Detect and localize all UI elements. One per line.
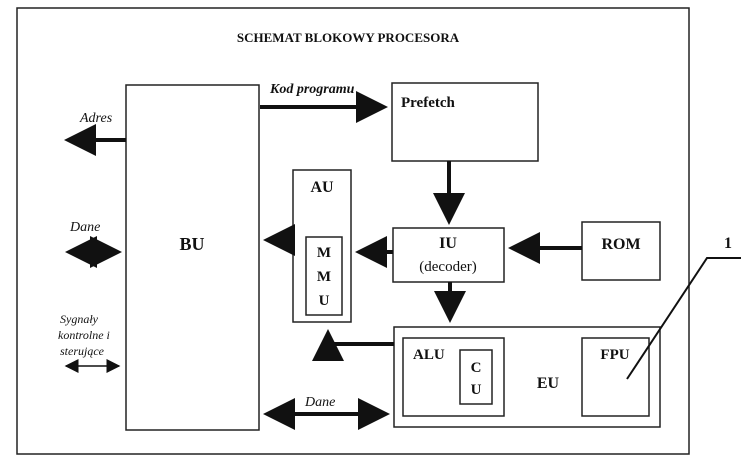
bu-block: [125, 84, 260, 431]
label-sygnaly-1: Sygnały: [60, 312, 99, 326]
page-frame: [16, 7, 690, 455]
callout-line: [626, 257, 741, 380]
mmu-block: [305, 236, 343, 316]
iu-label: IU: [439, 235, 457, 252]
cu-block: [459, 349, 493, 405]
cu-letter-1: C: [471, 360, 482, 376]
alu-label: ALU: [413, 347, 445, 363]
arrow-eu-to-au: [312, 329, 394, 361]
callout-number: 1: [724, 235, 732, 252]
label-kod-programu: Kod programu: [269, 82, 355, 97]
cu-letter-2: U: [471, 382, 482, 398]
mmu-letter-2: M: [317, 269, 331, 285]
label-dane-bottom: Dane: [304, 395, 335, 410]
mmu-letter-3: U: [319, 293, 330, 309]
label-sygnaly-2: kontrolne i: [58, 328, 110, 342]
fpu-block: [581, 337, 650, 417]
iu-sub-label: (decoder): [419, 259, 476, 275]
prefetch-block: [391, 82, 539, 162]
eu-label: EU: [537, 375, 560, 392]
iu-block: [392, 227, 505, 283]
prefetch-label: Prefetch: [401, 95, 456, 111]
mmu-letter-1: M: [317, 245, 331, 261]
label-adres: Adres: [79, 111, 113, 126]
rom-block: [581, 221, 661, 281]
au-label: AU: [310, 179, 334, 196]
diagram-title: SCHEMAT BLOKOWY PROCESORA: [237, 30, 460, 45]
bu-label: BU: [179, 234, 204, 254]
fpu-label: FPU: [600, 347, 629, 363]
label-sygnaly-3: sterujące: [60, 344, 105, 358]
rom-label: ROM: [601, 236, 640, 253]
label-dane-left: Dane: [69, 220, 100, 235]
